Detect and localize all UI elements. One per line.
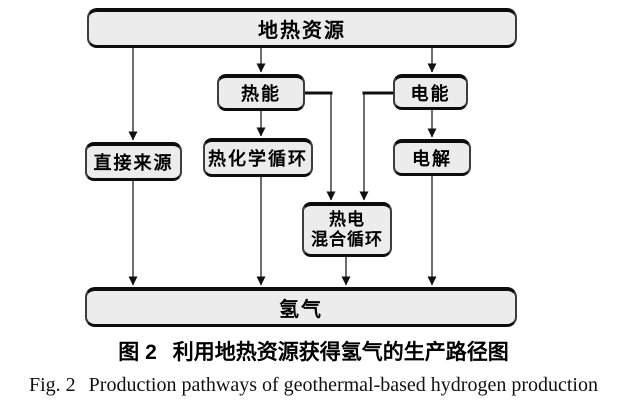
node-hybrid-label-line2: 混合循环	[311, 230, 383, 249]
node-electrolysis: 电解	[393, 139, 471, 176]
node-hydrogen-label: 氢气	[279, 299, 323, 321]
node-geothermal-resources: 地热资源	[87, 8, 517, 48]
node-geothermal-label: 地热资源	[258, 20, 346, 42]
node-direct-source: 直接来源	[85, 142, 182, 181]
node-electric-label: 电能	[410, 83, 451, 104]
node-electrolysis-label: 电解	[412, 149, 452, 169]
caption-english: Fig. 2 Production pathways of geothermal-…	[0, 374, 627, 397]
node-hybrid-label-line1: 热电	[329, 209, 365, 229]
caption-zh-figure-number: 图 2	[118, 341, 157, 364]
caption-en-figure-number: Fig. 2	[28, 374, 76, 396]
node-electric-energy: 电能	[393, 74, 468, 110]
node-heat-energy: 热能	[217, 74, 305, 111]
node-thermochemical-label: 热化学循环	[208, 149, 308, 169]
node-hydrogen: 氢气	[85, 287, 517, 327]
caption-zh-text: 利用地热资源获得氢气的生产路径图	[172, 341, 509, 364]
node-direct-label: 直接来源	[93, 153, 174, 173]
caption-en-text: Production pathways of geothermal-based …	[88, 374, 598, 396]
caption-chinese: 图 2 利用地热资源获得氢气的生产路径图	[0, 336, 627, 366]
node-heat-label: 热能	[241, 84, 281, 104]
node-thermoelectric-hybrid-cycle: 热电 混合循环	[302, 202, 392, 257]
node-thermochemical-cycle: 热化学循环	[203, 138, 313, 177]
